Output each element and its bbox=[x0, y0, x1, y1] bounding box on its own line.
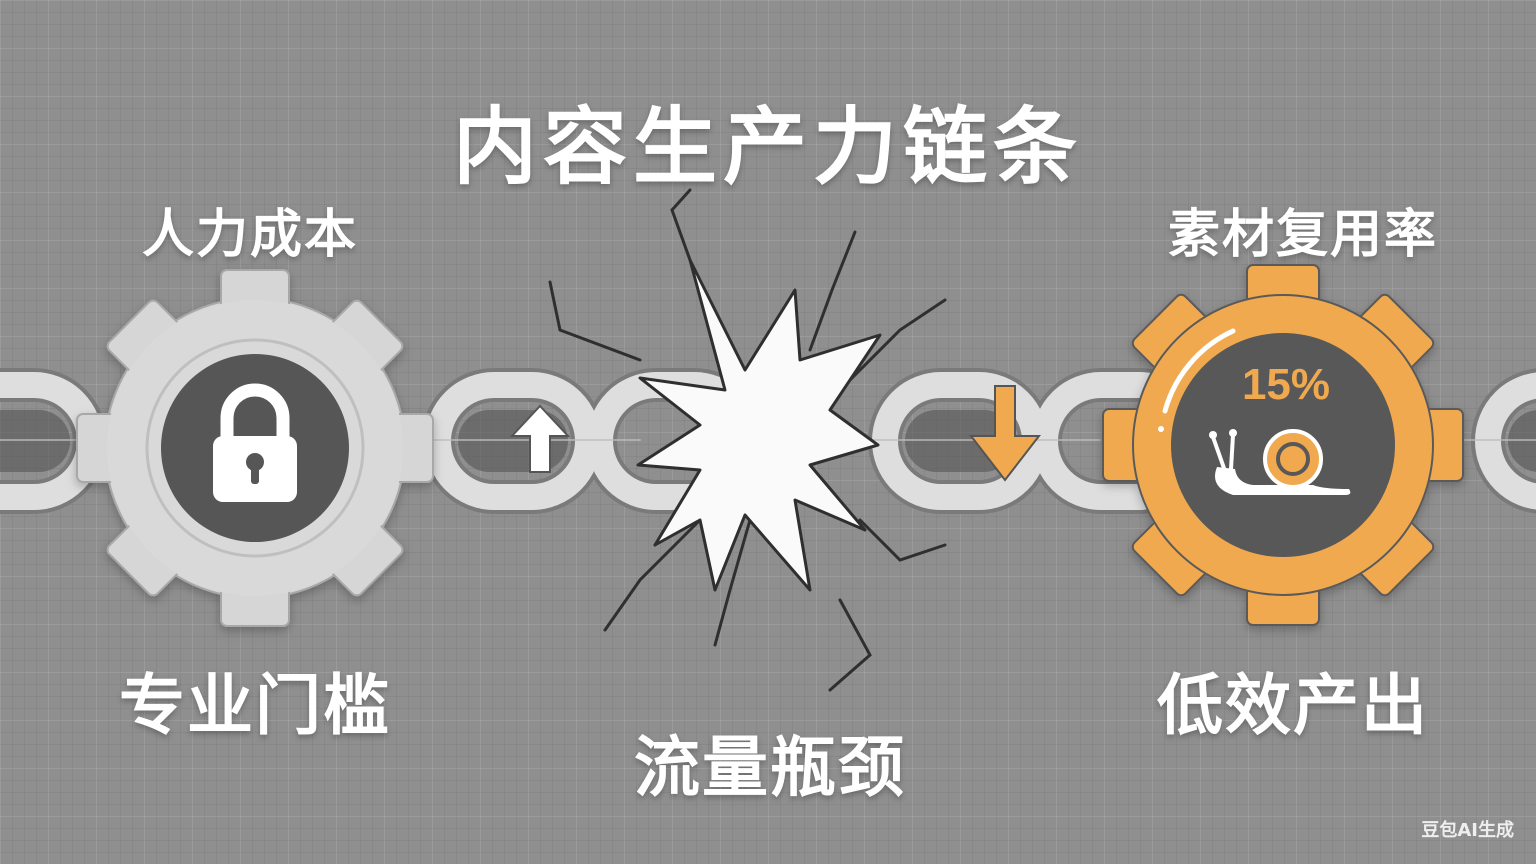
traffic-bottleneck-label: 流量瓶颈 bbox=[634, 729, 906, 806]
low-efficiency-output-label: 低效产出 bbox=[1157, 667, 1429, 744]
arrow-up-icon bbox=[509, 404, 571, 473]
labor-cost-label: 人力成本 bbox=[141, 205, 359, 265]
professional-threshold-label: 专业门槛 bbox=[119, 667, 391, 744]
burst-icon bbox=[548, 188, 947, 692]
material-reuse-rate-label: 素材复用率 bbox=[1167, 205, 1439, 265]
reuse-rate-percent: 15% bbox=[1241, 360, 1331, 409]
page-title: 内容生产力链条 bbox=[452, 98, 1084, 196]
arrow-down-icon bbox=[968, 385, 1042, 482]
watermark: 豆包AI生成 bbox=[1421, 820, 1514, 841]
snail-icon bbox=[1209, 429, 1351, 495]
lock-icon bbox=[213, 383, 297, 502]
